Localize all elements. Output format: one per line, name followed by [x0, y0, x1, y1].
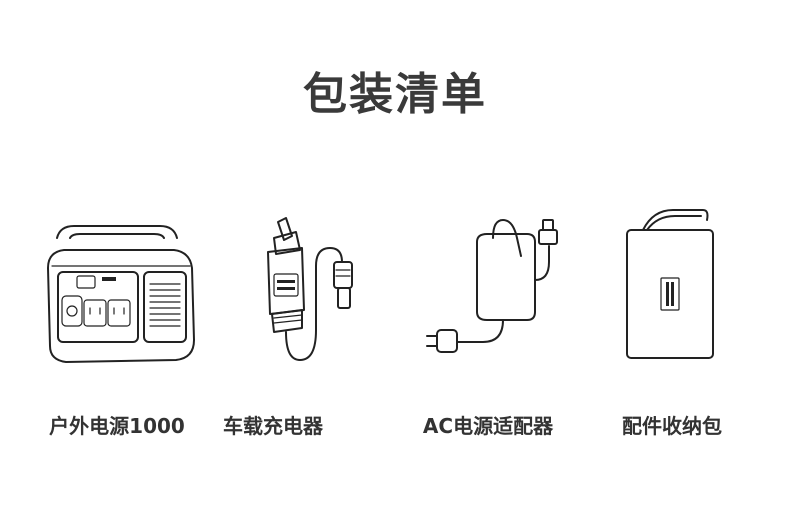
item-power-station: 户外电源1000: [22, 190, 212, 450]
item-label: 配件收纳包: [622, 414, 722, 438]
item-ac-adapter: AC电源适配器: [393, 190, 583, 450]
storage-bag-icon: [626, 209, 714, 359]
car-charger-icon: [267, 217, 353, 361]
page-title: 包装清单: [303, 69, 487, 120]
item-car-charger: 车载充电器: [178, 190, 368, 450]
power-station-icon: [47, 225, 195, 363]
item-label: 户外电源1000: [49, 414, 185, 438]
ac-adapter-icon: [426, 219, 558, 353]
item-label: 车载充电器: [223, 414, 323, 438]
item-storage-bag: 配件收纳包: [577, 190, 767, 450]
item-label: AC电源适配器: [422, 414, 554, 438]
